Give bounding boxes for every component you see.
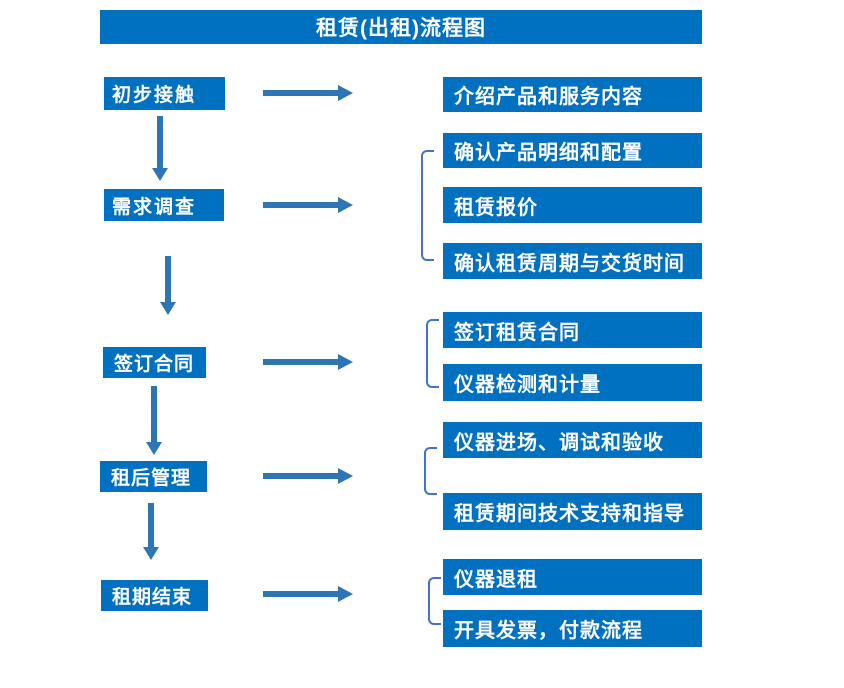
output-box-introduce-products-services: 介绍产品和服务内容 xyxy=(443,77,702,112)
title-bar: 租赁(出租)流程图 xyxy=(100,10,702,44)
right-arrow-icon-5 xyxy=(263,586,353,602)
down-arrow-icon-3 xyxy=(146,386,162,455)
right-arrow-head xyxy=(338,354,353,370)
right-arrow-icon-3 xyxy=(263,354,353,370)
right-arrow-shaft xyxy=(263,202,340,208)
step-box-demand-survey: 需求调查 xyxy=(104,189,224,221)
step-box-initial-contact: 初步接触 xyxy=(104,77,225,110)
down-arrow-shaft xyxy=(157,116,163,169)
step-box-post-rental-management: 租后管理 xyxy=(100,461,207,492)
output-box-sign-rental-contract: 签订租赁合同 xyxy=(443,312,702,348)
right-arrow-icon-2 xyxy=(263,197,353,213)
bracket-icon-rental-end-outputs xyxy=(428,577,441,625)
right-arrow-shaft xyxy=(263,90,340,96)
down-arrow-shaft xyxy=(148,503,154,548)
right-arrow-head xyxy=(338,85,353,101)
right-arrow-head xyxy=(338,586,353,602)
down-arrow-head xyxy=(146,442,162,455)
output-box-confirm-rental-period-delivery: 确认租赁周期与交货时间 xyxy=(443,243,702,279)
output-box-instrument-testing-metering: 仪器检测和计量 xyxy=(443,364,702,401)
bracket-icon-post-rental-outputs xyxy=(424,447,437,495)
page-title: 租赁(出租)流程图 xyxy=(316,17,486,40)
right-arrow-shaft xyxy=(263,591,340,597)
output-box-invoice-payment-process: 开具发票，付款流程 xyxy=(443,610,702,647)
down-arrow-head xyxy=(143,547,159,560)
down-arrow-shaft xyxy=(165,256,171,303)
output-box-instrument-return: 仪器退租 xyxy=(443,559,702,595)
output-box-rental-quotation: 租赁报价 xyxy=(443,187,702,223)
step-box-sign-contract: 签订合同 xyxy=(103,347,206,378)
output-box-instrument-arrival-debug-acceptance: 仪器进场、调试和验收 xyxy=(443,422,702,458)
down-arrow-head xyxy=(152,168,168,181)
right-arrow-icon-1 xyxy=(263,85,353,101)
down-arrow-shaft xyxy=(151,386,157,443)
right-arrow-shaft xyxy=(263,473,340,479)
right-arrow-icon-4 xyxy=(263,468,353,484)
down-arrow-icon-4 xyxy=(143,503,159,560)
step-box-rental-end: 租期结束 xyxy=(101,580,208,611)
output-box-confirm-product-details: 确认产品明细和配置 xyxy=(443,133,702,168)
right-arrow-shaft xyxy=(263,359,340,365)
bracket-icon-demand-survey-outputs xyxy=(421,150,434,261)
right-arrow-head xyxy=(338,468,353,484)
down-arrow-head xyxy=(160,302,176,315)
down-arrow-icon-2 xyxy=(160,256,176,315)
output-box-technical-support-during-rental: 租赁期间技术支持和指导 xyxy=(443,493,702,530)
down-arrow-icon-1 xyxy=(152,116,168,181)
bracket-icon-sign-contract-outputs xyxy=(426,319,439,388)
right-arrow-head xyxy=(338,197,353,213)
